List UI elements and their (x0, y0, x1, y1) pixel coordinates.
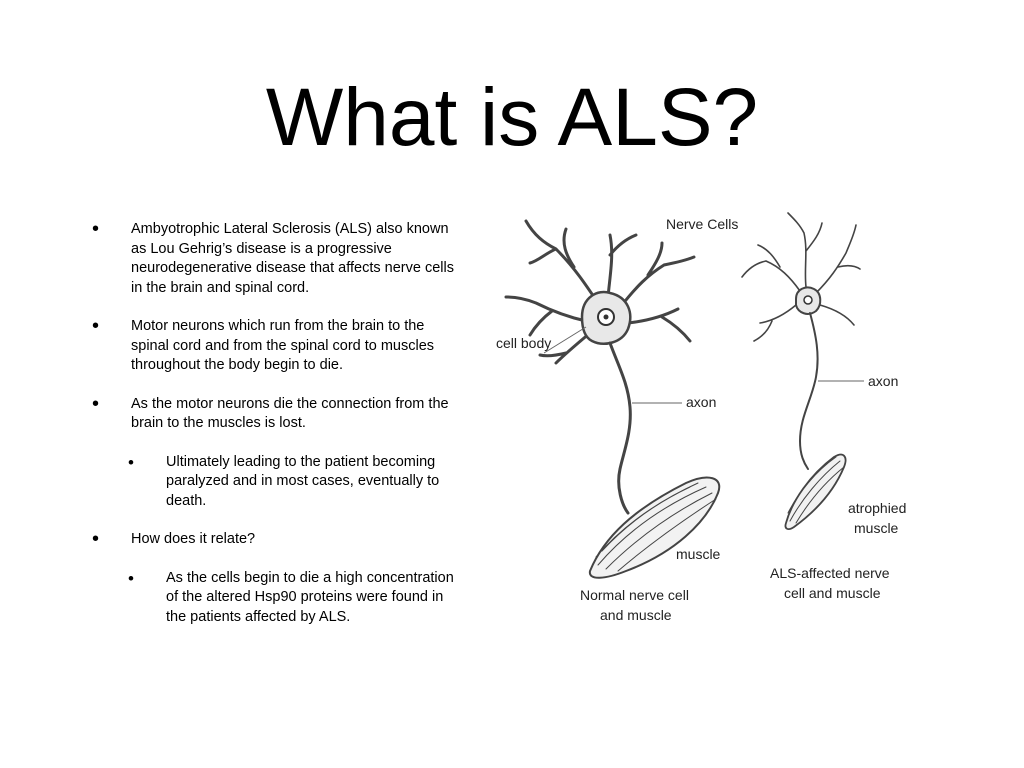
normal-neuron-illustration (504, 219, 721, 579)
bullet-marker: • (92, 528, 100, 550)
bullet-item: • Motor neurons which run from the brain… (92, 315, 462, 376)
sub-bullet-item: • As the cells begin to die a high conce… (92, 569, 462, 628)
bullet-item: • How does it relate? (92, 528, 462, 550)
normal-muscle-label: muscle (676, 546, 721, 562)
bullet-list: • Ambyotrophic Lateral Sclerosis (ALS) a… (92, 218, 462, 646)
bullet-marker: • (92, 218, 100, 240)
bullet-marker: • (128, 568, 134, 588)
bullet-marker: • (92, 315, 100, 337)
cell-body-label: cell body (496, 335, 551, 351)
figure-heading: Nerve Cells (666, 216, 738, 232)
bullet-text: How does it relate? (131, 531, 256, 547)
normal-caption-line1: Normal nerve cell (580, 587, 689, 603)
bullet-text: Ambyotrophic Lateral Sclerosis (ALS) als… (131, 221, 454, 296)
nerve-cells-diagram: Nerve Cells cell body axon muscle N (496, 212, 906, 623)
slide-title: What is ALS? (265, 72, 759, 163)
bullet-text: Ultimately leading to the patient becomi… (166, 453, 440, 509)
normal-caption-line2: and muscle (600, 607, 672, 623)
bullet-text: As the motor neurons die the connection … (131, 395, 449, 432)
als-caption-line1: ALS-affected nerve (770, 565, 890, 581)
sub-bullet-item: • Ultimately leading to the patient beco… (92, 453, 462, 512)
normal-axon-label: axon (686, 394, 716, 410)
bullet-marker: • (128, 452, 134, 472)
als-axon-label: axon (868, 373, 898, 389)
atrophied-muscle-label-line2: muscle (854, 520, 899, 536)
nerve-cells-figure: Nerve Cells cell body axon muscle N (486, 205, 926, 635)
bullet-text: As the cells begin to die a high concent… (166, 569, 454, 625)
als-neuron-illustration (741, 212, 864, 530)
bullet-item: • As the motor neurons die the connectio… (92, 392, 462, 434)
bullet-marker: • (92, 392, 100, 415)
bullet-text: Motor neurons which run from the brain t… (131, 318, 435, 373)
als-caption-line2: cell and muscle (784, 585, 881, 601)
atrophied-muscle-label-line1: atrophied (848, 500, 906, 516)
bullet-item: • Ambyotrophic Lateral Sclerosis (ALS) a… (92, 218, 462, 298)
